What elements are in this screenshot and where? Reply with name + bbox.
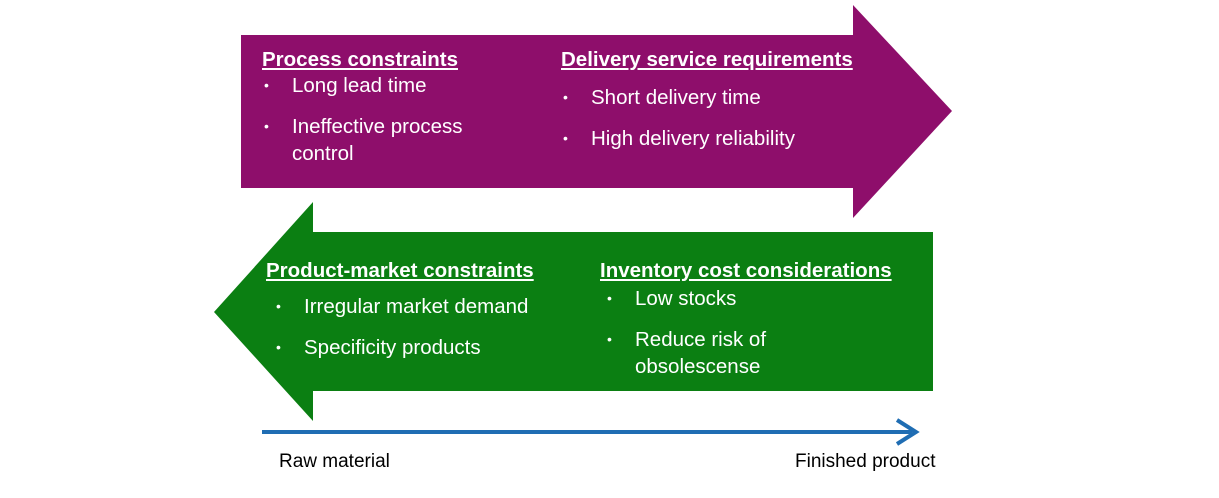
bullet-icon: • — [276, 339, 281, 355]
list-item-label: Low stocks — [635, 287, 737, 310]
inventory-cost-block: Inventory cost considerations • Low stoc… — [600, 259, 930, 380]
flow-axis-arrowhead — [895, 418, 920, 446]
list-item: • Irregular market demand — [274, 293, 586, 320]
list-item-label: Short delivery time — [591, 86, 761, 109]
list-item-label: Specificity products — [304, 336, 481, 359]
bullet-icon: • — [264, 77, 269, 93]
bullet-icon: • — [264, 118, 269, 134]
list-item-label: Irregular market demand — [304, 295, 529, 318]
inventory-cost-heading: Inventory cost considerations — [600, 259, 892, 282]
list-item-label: Reduce risk of obsolescense — [635, 328, 767, 378]
delivery-requirements-heading: Delivery service requirements — [561, 48, 853, 71]
list-item: • Ineffective process control — [262, 113, 522, 167]
inventory-cost-list: • Low stocks • Reduce risk of obsolescen… — [605, 285, 930, 380]
product-market-constraints-list: • Irregular market demand • Specificity … — [274, 293, 586, 361]
list-item: • Specificity products — [274, 334, 586, 361]
bullet-icon: • — [607, 331, 612, 347]
bullet-icon: • — [607, 290, 612, 306]
bullet-icon: • — [276, 298, 281, 314]
finished-product-label: Finished product — [795, 451, 936, 472]
process-constraints-list: • Long lead time • Ineffective process c… — [262, 72, 532, 167]
list-item-label: High delivery reliability — [591, 127, 795, 150]
product-market-constraints-block: Product-market constraints • Irregular m… — [266, 259, 586, 361]
process-constraints-block: Process constraints • Long lead time • I… — [262, 48, 532, 167]
product-market-constraints-heading: Product-market constraints — [266, 259, 534, 282]
delivery-requirements-list: • Short delivery time • High delivery re… — [561, 84, 901, 152]
list-item: • Short delivery time — [561, 84, 901, 111]
raw-material-label: Raw material — [279, 451, 390, 472]
process-constraints-heading: Process constraints — [262, 48, 458, 71]
list-item-label: Ineffective process control — [292, 115, 463, 165]
list-item: • Low stocks — [605, 285, 825, 312]
bullet-icon: • — [563, 130, 568, 146]
delivery-requirements-block: Delivery service requirements • Short de… — [561, 48, 901, 152]
backward-arrow-shape — [214, 202, 933, 421]
list-item: • Reduce risk of obsolescense — [605, 326, 825, 380]
list-item: • High delivery reliability — [561, 125, 901, 152]
list-item-label: Long lead time — [292, 74, 427, 97]
forward-arrow-shape — [241, 5, 952, 218]
bullet-icon: • — [563, 89, 568, 105]
list-item: • Long lead time — [262, 72, 522, 99]
